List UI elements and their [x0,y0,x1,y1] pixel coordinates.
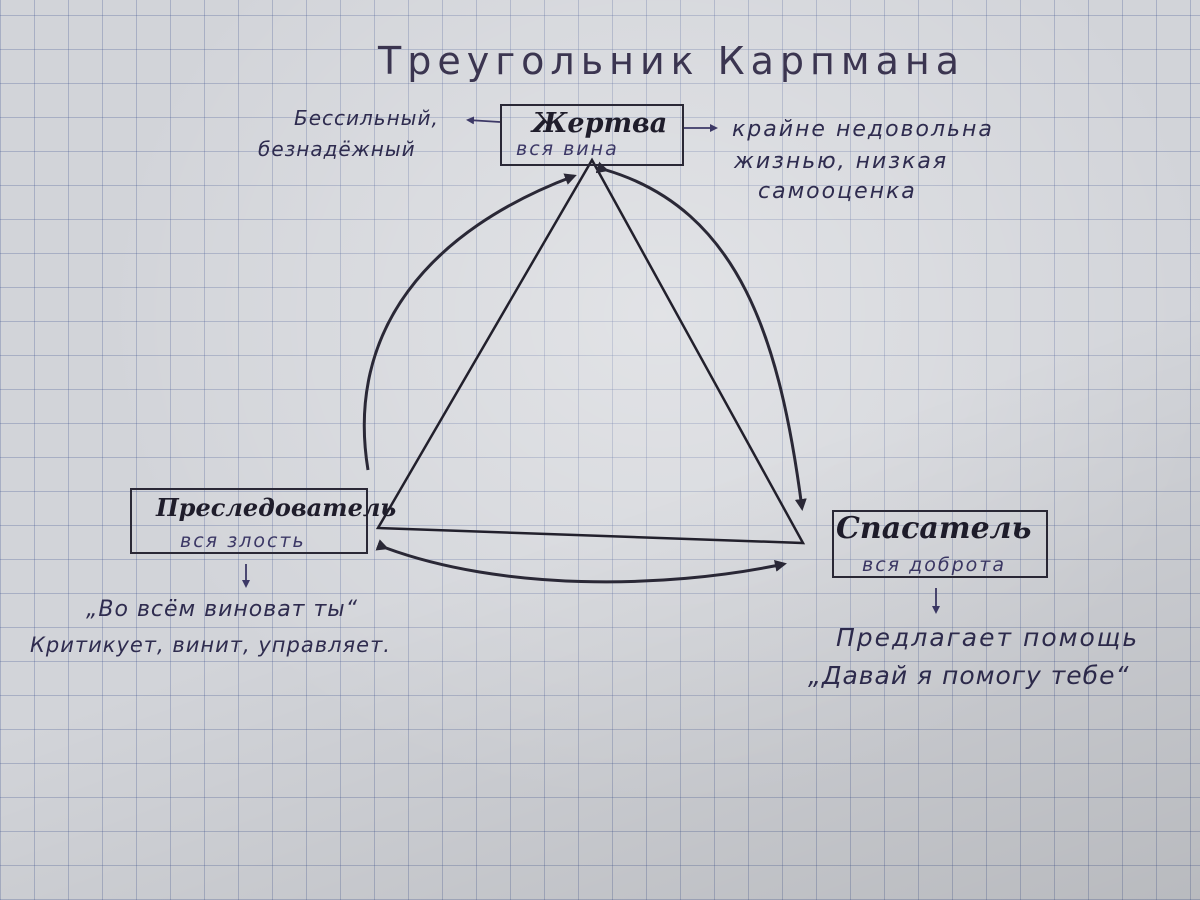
rescuer-quote: „Давай я помогу тебе“ [808,661,1130,690]
persecutor-trait: вся злость [180,530,306,552]
victim-left-note-line2: безнадёжный [258,137,416,161]
victim-box [500,104,684,166]
rescuer-note: Предлагает помощь [836,623,1140,652]
victim-left-note-line1: Бессильный, [294,106,439,130]
arrow-persecutor-rescuer [375,539,787,584]
arrow-victim-left-note [466,116,501,125]
arrow-victim-rescuer [595,161,807,511]
victim-right-note-line1: крайне недовольна [732,117,994,142]
rescuer-trait: вся доброта [862,554,1006,576]
diagram-title: Треугольник Карпмана [378,39,965,83]
arrow-persecutor-to-victim [362,173,577,471]
persecutor-quote: „Во всём виноват ты“ [86,597,359,622]
rescuer-box [832,510,1048,578]
persecutor-label: Преследователь [156,493,397,522]
persecutor-note: Критикует, винит, управляет. [30,633,391,657]
victim-right-note-line3: самооценка [758,179,917,204]
triangle [375,157,806,545]
rescuer-label: Спасатель [836,511,1032,546]
victim-right-note-line2: жизнью, низкая [734,149,949,174]
victim-trait: вся вина [516,138,619,160]
persecutor-box [130,488,368,554]
victim-label: Жертва [532,108,668,139]
